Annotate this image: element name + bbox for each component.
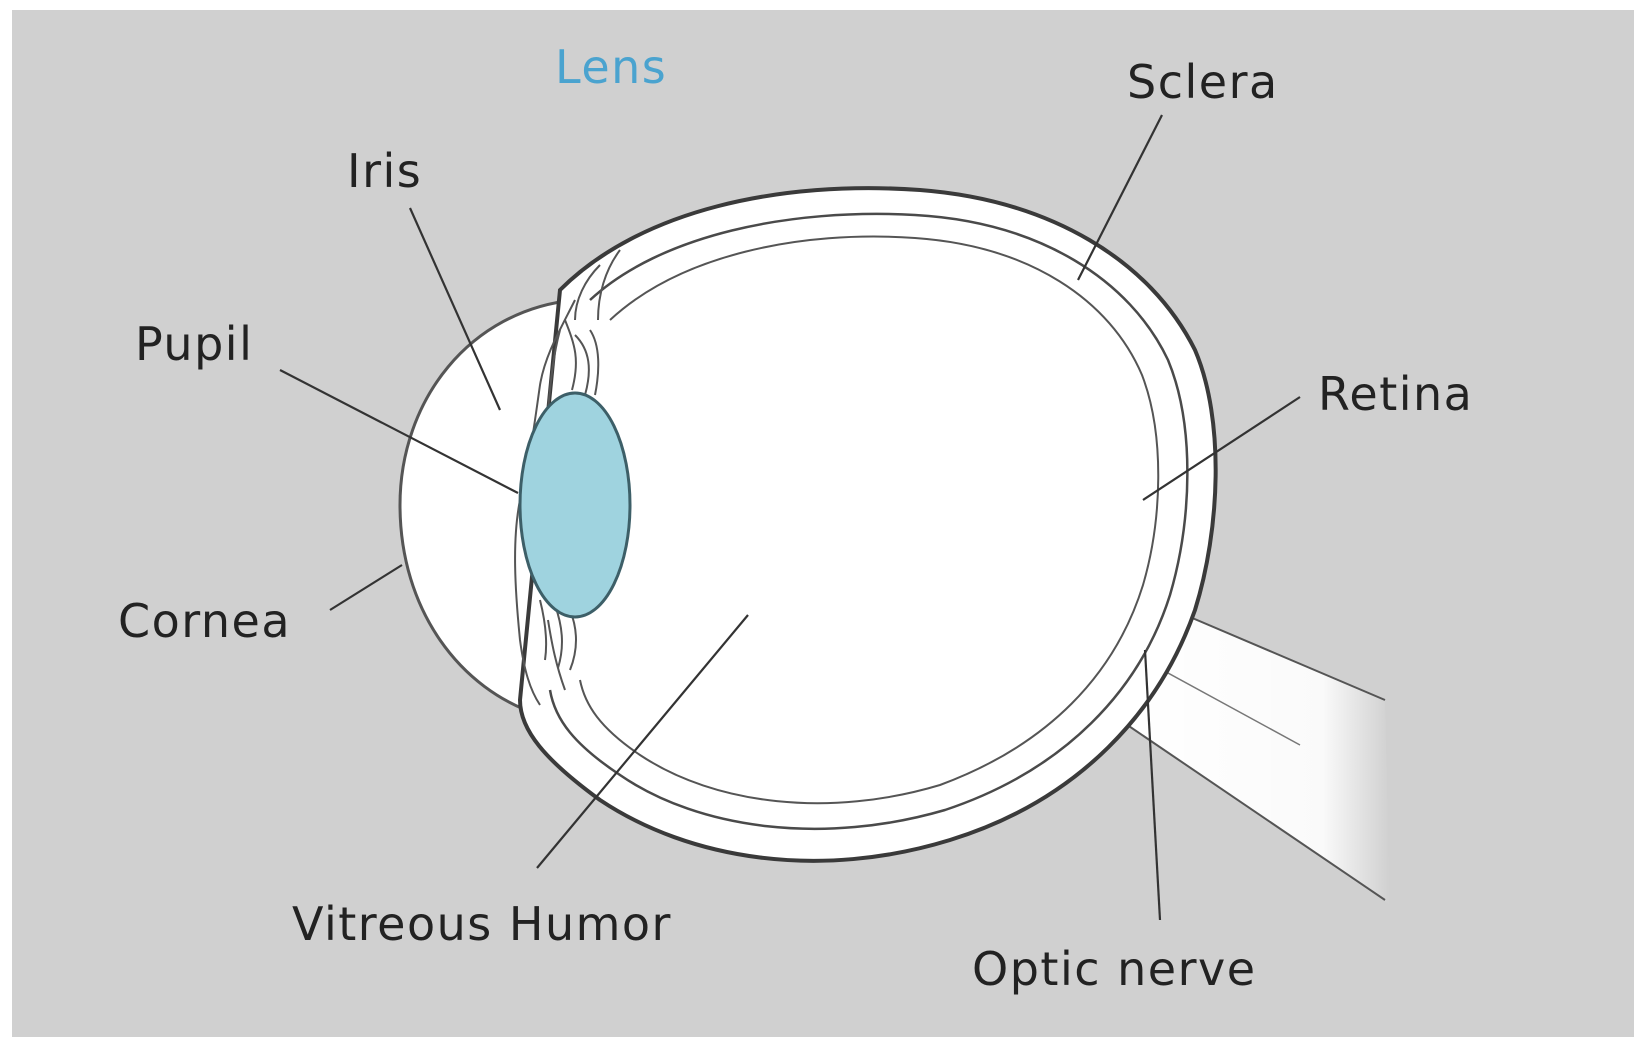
vitreous-humor-label: Vitreous Humor — [292, 897, 672, 951]
sclera-label: Sclera — [1127, 55, 1279, 109]
lens-label: Lens — [555, 40, 667, 94]
optic-nerve-label: Optic nerve — [972, 942, 1257, 996]
retina-label: Retina — [1318, 367, 1473, 421]
pupil-label: Pupil — [135, 317, 253, 371]
lens-shape — [520, 393, 630, 617]
iris-label: Iris — [347, 144, 422, 198]
cornea-label: Cornea — [118, 594, 291, 648]
